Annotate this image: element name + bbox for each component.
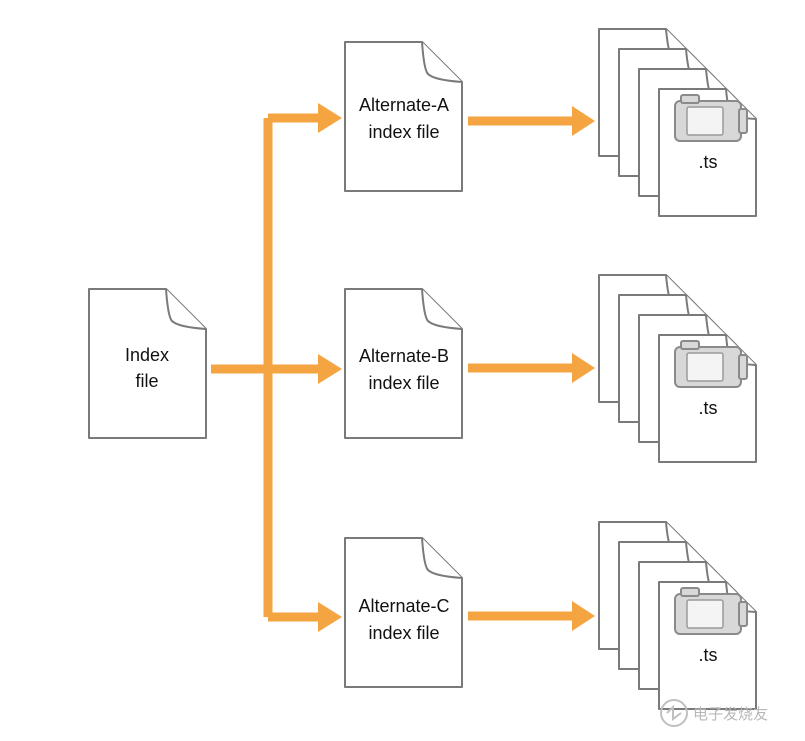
alternate-a-document: Alternate-A index file bbox=[344, 41, 463, 192]
elecfans-logo-icon bbox=[660, 699, 688, 727]
segment-stack-b: .ts bbox=[598, 274, 757, 463]
segment-label: .ts bbox=[698, 645, 717, 665]
alternate-c-label-line1: Alternate-C bbox=[358, 596, 449, 616]
alternate-b-label-line2: index file bbox=[368, 373, 439, 393]
index-file-label-line2: file bbox=[135, 371, 158, 391]
alternate-a-label-line2: index file bbox=[368, 122, 439, 142]
arrow-tree bbox=[211, 103, 595, 632]
arrow-alt-b-to-segments-head bbox=[572, 353, 595, 383]
watermark: 电子发烧友 bbox=[660, 699, 768, 727]
segment-stacks: .ts .ts .ts bbox=[598, 28, 757, 710]
video-camera-icon bbox=[674, 340, 748, 388]
alternate-a-label-line1: Alternate-A bbox=[359, 95, 449, 115]
segment-stack-c: .ts bbox=[598, 521, 757, 710]
alternate-c-document: Alternate-C index file bbox=[344, 537, 463, 688]
video-camera-icon bbox=[674, 587, 748, 635]
segment-label: .ts bbox=[698, 398, 717, 418]
index-file-document: Index file bbox=[88, 288, 207, 439]
alternate-c-label-line2: index file bbox=[368, 623, 439, 643]
alternate-b-document: Alternate-B index file bbox=[344, 288, 463, 439]
watermark-text: 电子发烧友 bbox=[693, 705, 768, 723]
arrow-to-alt-a-head bbox=[318, 103, 342, 133]
alternate-b-label-line1: Alternate-B bbox=[359, 346, 449, 366]
index-file-label-line1: Index bbox=[125, 345, 169, 365]
segment-stack-a: .ts bbox=[598, 28, 757, 217]
arrow-alt-c-to-segments-head bbox=[572, 601, 595, 631]
arrow-alt-a-to-segments-head bbox=[572, 106, 595, 136]
video-camera-icon bbox=[674, 94, 748, 142]
arrow-to-alt-c-head bbox=[318, 602, 342, 632]
segment-label: .ts bbox=[698, 152, 717, 172]
arrow-to-alt-b-head bbox=[318, 354, 342, 384]
